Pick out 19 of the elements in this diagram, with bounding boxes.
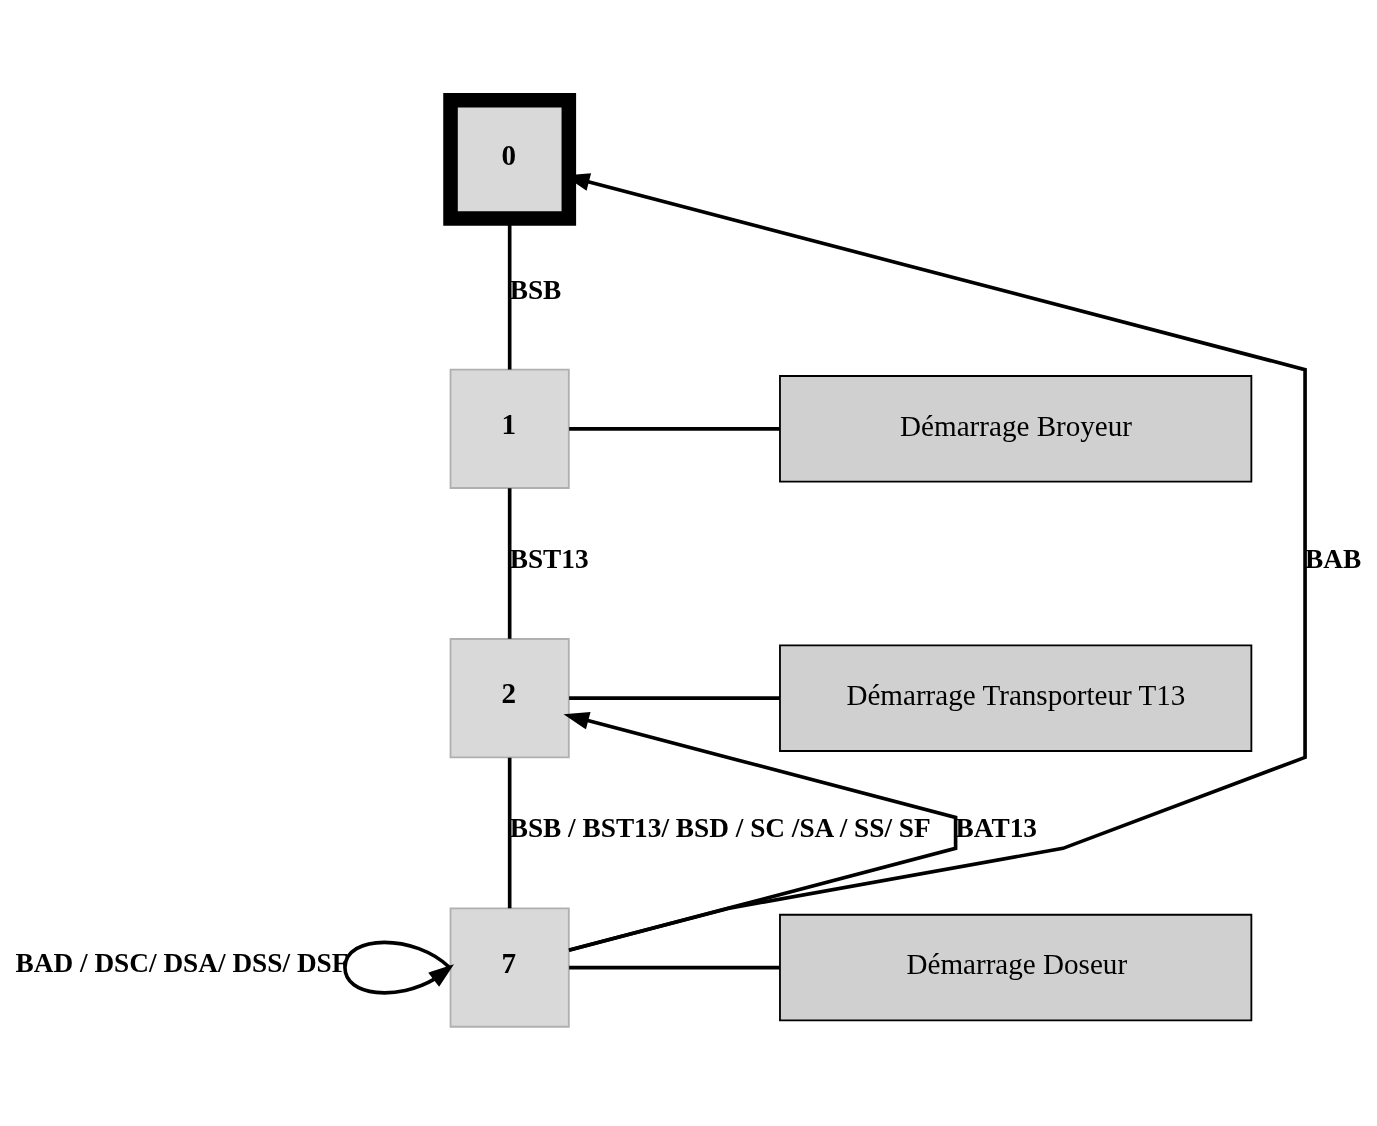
connector [569,965,780,969]
node-box: Démarrage Broyeur [779,374,1253,482]
edge-label: BSB [509,274,562,305]
node-box: 2 [449,637,570,758]
connector [569,695,780,700]
node-box: Démarrage Doseur [779,913,1253,1021]
node-box: 7 [449,907,570,1028]
arrow [563,711,958,952]
connector [507,487,512,639]
node-box: 0 [443,92,577,226]
edge-label: BST13 [509,543,589,574]
node-box: 1 [449,368,570,489]
arrow [564,172,1307,952]
connector [507,757,512,908]
edge-label: BSB / BST13/ BSD / SC /SA / SS/ SF [509,812,931,843]
node-box: Démarrage Transporteur T13 [779,644,1253,752]
edge-label: BAT13 [955,812,1038,843]
arrow [343,940,454,995]
connector [569,426,780,431]
